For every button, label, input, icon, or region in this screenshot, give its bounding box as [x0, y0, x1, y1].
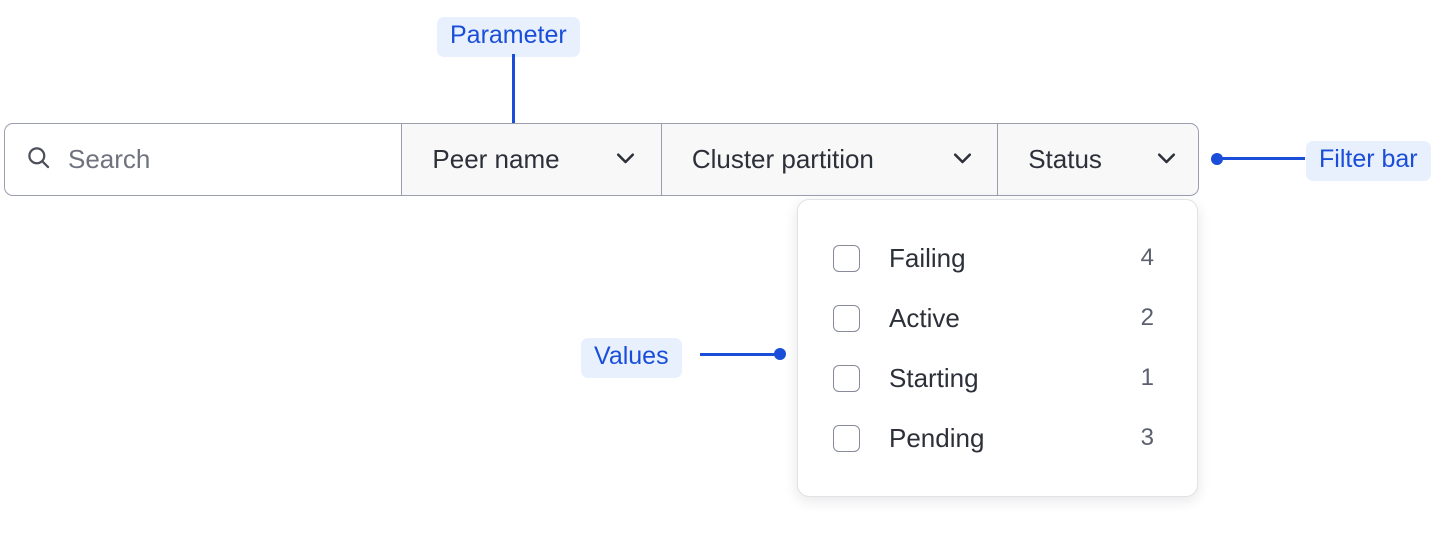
list-item-count: 1	[1140, 364, 1154, 391]
status-filter-panel: Failing 4 Active 2 Starting 1 Pending 3	[797, 199, 1198, 497]
annotation-connector-parameter	[512, 54, 515, 140]
list-item[interactable]: Starting 1	[798, 354, 1197, 402]
filter-dropdown-status[interactable]: Status	[997, 123, 1200, 196]
filter-dropdown-peer-name-label: Peer name	[432, 144, 560, 174]
annotation-dot-values	[774, 348, 786, 360]
list-item-label: Failing	[889, 242, 966, 273]
search-placeholder: Search	[68, 144, 151, 174]
list-item-count: 3	[1140, 424, 1154, 451]
filter-dropdown-peer-name[interactable]: Peer name	[401, 123, 663, 196]
annotation-connector-filter-bar	[1221, 157, 1305, 160]
chevron-down-icon	[612, 144, 639, 176]
checkbox-active[interactable]	[833, 304, 860, 332]
filter-dropdown-status-label: Status	[1028, 144, 1102, 174]
annotation-connector-values	[700, 353, 778, 356]
list-item-label: Active	[889, 302, 960, 333]
annotation-label-filter-bar: Filter bar	[1306, 141, 1431, 181]
filter-dropdown-cluster-partition-label: Cluster partition	[691, 144, 874, 174]
search-icon	[25, 144, 52, 176]
list-item-count: 4	[1140, 244, 1154, 271]
list-item[interactable]: Active 2	[798, 294, 1197, 342]
chevron-down-icon	[949, 144, 976, 176]
checkbox-pending[interactable]	[833, 424, 860, 452]
annotation-label-values: Values	[581, 338, 682, 378]
list-item[interactable]: Pending 3	[798, 414, 1197, 462]
checkbox-failing[interactable]	[833, 244, 860, 272]
filter-dropdown-cluster-partition[interactable]: Cluster partition	[660, 123, 999, 196]
list-item-label: Pending	[889, 422, 985, 453]
chevron-down-icon	[1153, 144, 1180, 176]
checkbox-starting[interactable]	[833, 364, 860, 392]
filter-bar: Search Peer name Cluster partition Statu…	[4, 123, 1200, 196]
search-input[interactable]: Search	[4, 123, 403, 196]
list-item-label: Starting	[889, 362, 979, 393]
annotation-dot-filter-bar	[1211, 153, 1223, 165]
list-item[interactable]: Failing 4	[798, 234, 1197, 282]
list-item-count: 2	[1140, 304, 1154, 331]
annotation-label-parameter: Parameter	[437, 17, 580, 57]
